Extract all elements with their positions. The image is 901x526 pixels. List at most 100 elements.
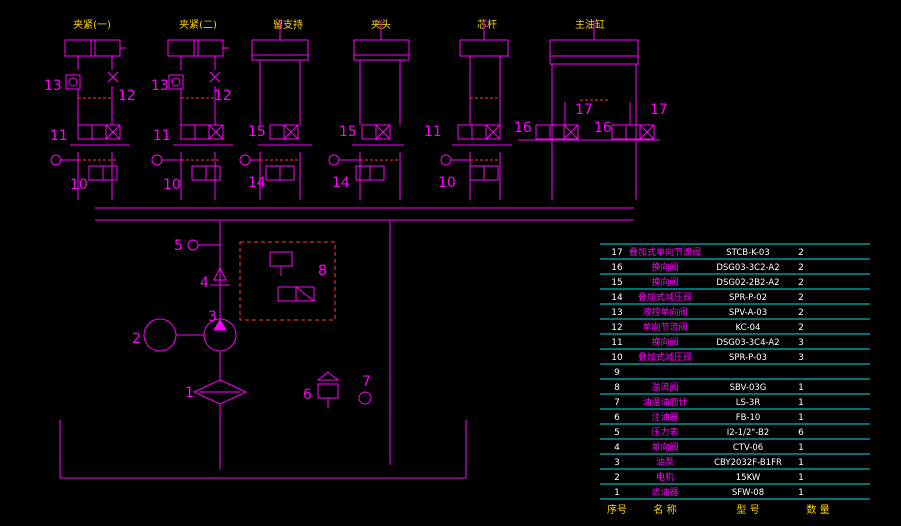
bom-cell-qty: 1 [798, 383, 804, 393]
bom-cell-model: LS-3R [736, 398, 761, 408]
bom-cell-model: SPR-P-03 [729, 353, 767, 363]
callout-10-c: 10 [438, 175, 456, 191]
bom-cell-name: 油泵 [656, 456, 674, 468]
branch-clamp-2 [151, 39, 233, 200]
bom-cell-no: 3 [614, 458, 620, 468]
callout-3: 3 [208, 309, 217, 325]
callout-12-a: 12 [118, 88, 136, 104]
bom-cell-name: 换向阀 [651, 261, 678, 273]
bom-cell-model: STCB-K-03 [726, 248, 770, 258]
bom-cell-qty: 1 [798, 413, 804, 423]
bom-cell-qty: 2 [798, 278, 804, 288]
bom-cell-name: 单向节流阀 [642, 321, 687, 333]
callout-11-b: 11 [153, 128, 171, 144]
bom-cell-name: 液控单向阀 [642, 306, 687, 318]
bom-cell-model: SBV-03G [730, 383, 767, 393]
callout-13-b: 13 [151, 78, 169, 94]
bom-header-name: 名 称 [653, 503, 676, 516]
bom-cell-no: 9 [614, 368, 620, 378]
branch-mandrel [440, 20, 512, 200]
bom-cell-no: 2 [614, 473, 620, 483]
bom-cell-qty: 2 [798, 248, 804, 258]
bom-cell-no: 8 [614, 383, 620, 393]
bom-header-no: 序号 [607, 503, 627, 516]
bom-cell-name: 滤油器 [651, 486, 678, 498]
callout-6: 6 [303, 387, 312, 403]
bom-cell-no: 10 [611, 353, 623, 363]
bom-cell-model: FB-10 [736, 413, 761, 423]
cylinder-title-clamp-1: 夹紧(一) [73, 18, 111, 31]
bom-header-qty: 数 量 [806, 503, 829, 516]
bom-header-model: 型 号 [736, 503, 759, 516]
relief-valve-8 [239, 241, 336, 321]
bom-cell-no: 17 [611, 248, 622, 258]
bom-cell-no: 13 [611, 308, 622, 318]
bom-cell-qty: 2 [798, 293, 804, 303]
bom-cell-model: DSG03-3C2-A2 [716, 263, 779, 273]
bom-cell-model: CTV-06 [733, 443, 763, 453]
callout-13-a: 13 [44, 78, 62, 94]
bom-cell-name: 换向阀 [651, 276, 678, 288]
bom-cell-name: 换向阀 [651, 336, 678, 348]
bom-cell-qty: 3 [798, 353, 804, 363]
manifold-lines [95, 207, 634, 465]
callout-10-b: 10 [163, 177, 181, 193]
bom-cell-no: 14 [611, 293, 623, 303]
bom-cell-qty: 1 [798, 443, 804, 453]
callout-12-b: 12 [214, 88, 232, 104]
callout-11-c: 11 [424, 124, 442, 140]
bom-cell-name: 油温油面计 [642, 396, 687, 408]
bom-cell-no: 7 [614, 398, 620, 408]
bom-cell-no: 11 [611, 338, 622, 348]
bom-cell-name: 注油器 [651, 411, 678, 423]
bom-cell-qty: 1 [798, 458, 804, 468]
callout-10-a: 10 [70, 177, 88, 193]
cylinder-title-main: 主油缸 [575, 18, 605, 31]
bom-cell-model: KC-04 [736, 323, 761, 333]
bom-cell-qty: 2 [798, 308, 804, 318]
bom-cell-qty: 1 [798, 488, 804, 498]
bom-cell-qty: 3 [798, 338, 804, 348]
bom-cell-no: 4 [614, 443, 620, 453]
bom-cell-no: 5 [614, 428, 620, 438]
bom-cell-no: 15 [611, 278, 622, 288]
bom-cell-qty: 1 [798, 473, 804, 483]
bom-cell-no: 16 [611, 263, 623, 273]
callout-7: 7 [362, 374, 371, 390]
callout-8: 8 [318, 263, 327, 279]
cylinder-title-mandrel: 芯杆 [477, 18, 497, 31]
callout-16-a: 16 [514, 120, 532, 136]
callout-16-b: 16 [594, 120, 612, 136]
bom-cell-qty: 1 [798, 398, 804, 408]
cylinder-title-support: 留支持 [273, 18, 303, 31]
callout-15-a: 15 [248, 124, 266, 140]
bom-cell-model: I2-1/2"-B2 [727, 428, 770, 438]
callout-14-a: 14 [248, 175, 266, 191]
bom-cell-name: 叠加式单向节流阀 [629, 246, 701, 258]
bom-cell-model: DSG03-3C4-A2 [716, 338, 779, 348]
bom-cell-model: SPV-A-03 [729, 308, 767, 318]
callout-17-a: 17 [575, 102, 593, 118]
bom-cell-qty: 2 [798, 323, 804, 333]
bom-cell-model: 15KW [736, 473, 761, 483]
branch-support [239, 20, 312, 200]
bom-cell-no: 1 [614, 488, 620, 498]
bom-cell-name: 电机 [656, 471, 674, 483]
bom-cell-name: 叠加式减压阀 [638, 351, 692, 363]
callout-2: 2 [132, 331, 141, 347]
callout-4: 4 [200, 275, 209, 291]
callout-11-a: 11 [50, 128, 68, 144]
bom-cell-qty: 2 [798, 263, 804, 273]
bom-cell-model: DSG02-2B2-A2 [716, 278, 779, 288]
bom-cell-model: CBY2032F-B1FR [714, 458, 782, 468]
branch-main-cylinder [518, 20, 660, 200]
bom-cell-name: 单向阀 [651, 441, 678, 453]
callout-5: 5 [174, 238, 183, 254]
callout-15-b: 15 [339, 124, 357, 140]
bom-cell-model: SPR-P-02 [729, 293, 767, 303]
cylinder-title-clamp-2: 夹紧(二) [179, 18, 217, 31]
bom-cell-no: 12 [611, 323, 622, 333]
bom-cell-no: 6 [614, 413, 620, 423]
